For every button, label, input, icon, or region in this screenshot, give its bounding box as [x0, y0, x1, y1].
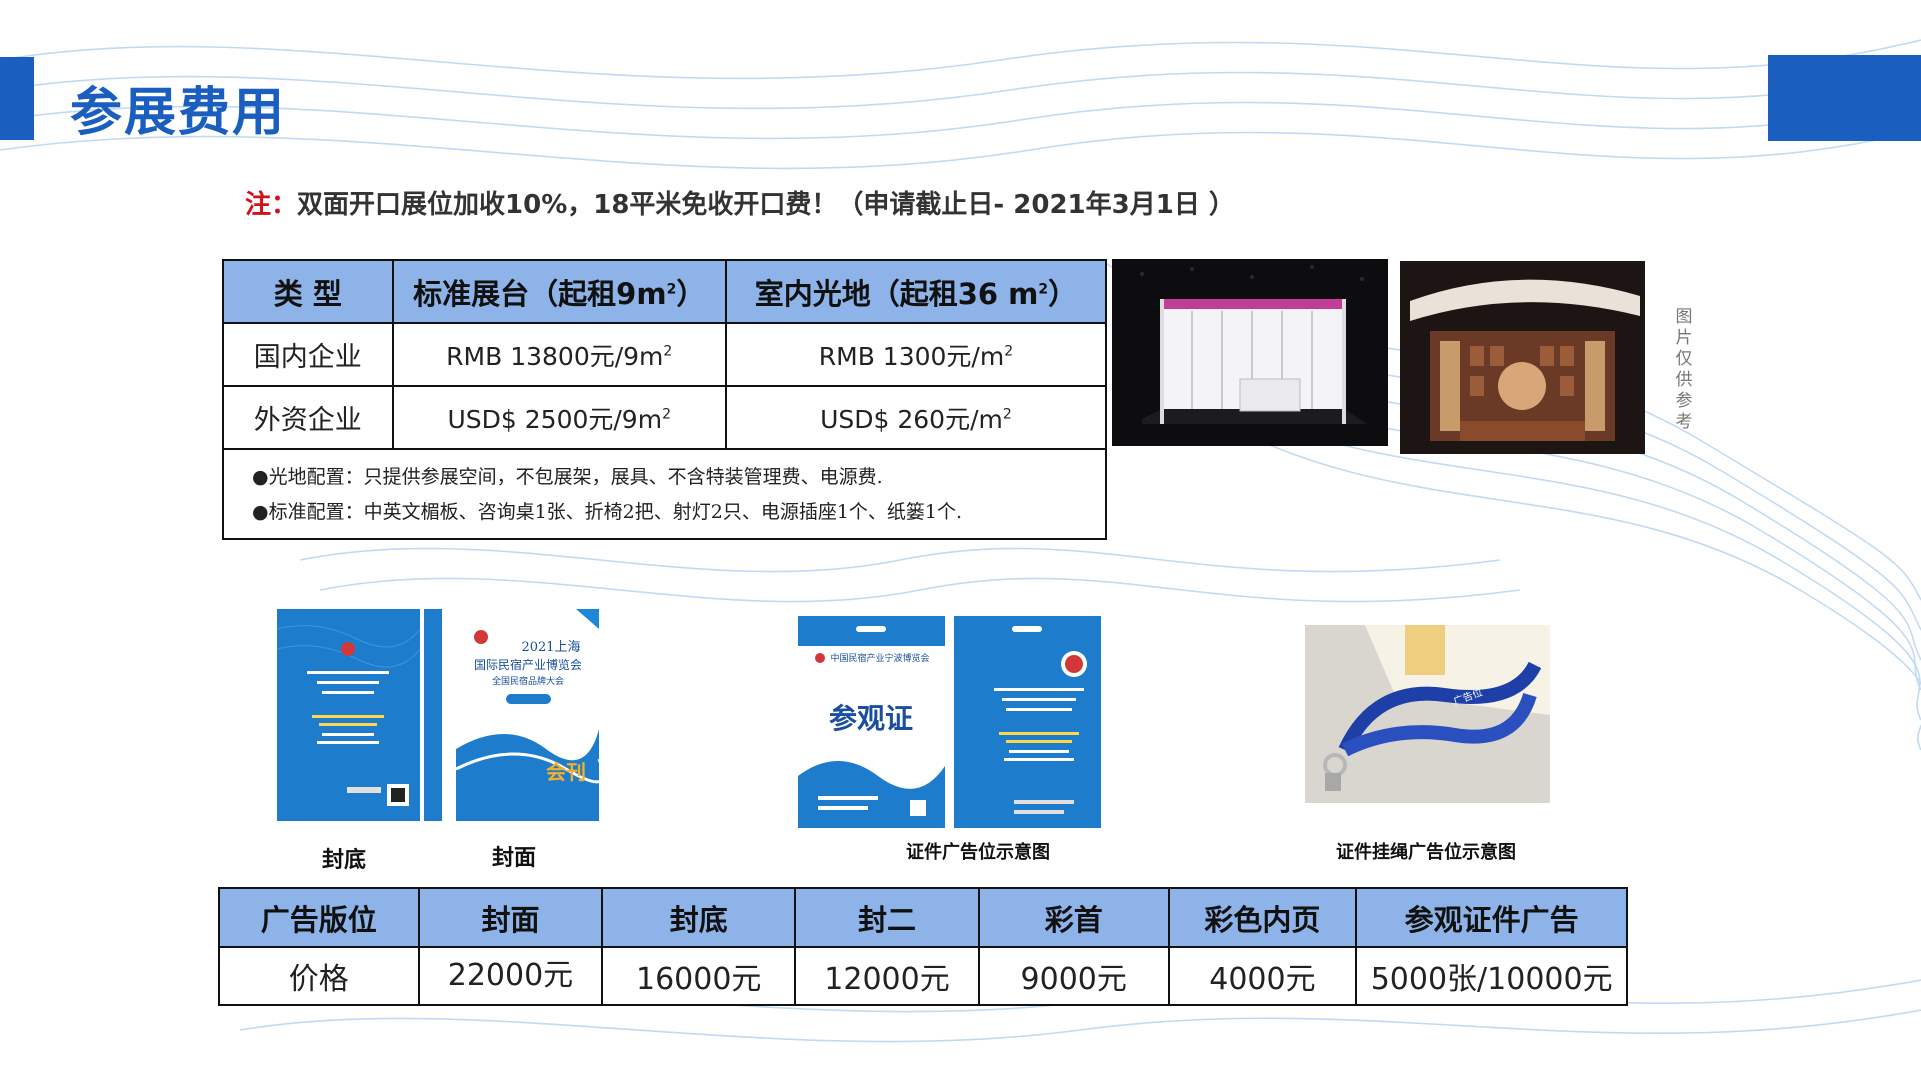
price-inside-cover: 12000元	[794, 946, 980, 1006]
title-accent-bar	[0, 57, 34, 140]
visitor-badge-back-image	[954, 616, 1101, 828]
ad-header-color-first: 彩首	[977, 887, 1170, 948]
front-cover-year: 2021上海	[521, 640, 580, 655]
pricing-row-foreign: 外资企业 USD$ 2500元/9m2 USD$ 260元/m2	[222, 385, 1108, 450]
badge-title: 参观证	[829, 702, 913, 735]
back-cover-caption: 封底	[322, 848, 367, 873]
pricing-header-row: 类 型 标准展台（起租9m2） 室内光地（起租36 m2）	[222, 259, 1108, 324]
standard-booth-photo	[1112, 259, 1388, 446]
badge-org: 中国民宿产业宁波博览会	[830, 652, 929, 664]
note-label: 注：	[245, 190, 298, 220]
front-cover-image: 2021上海 国际民宿产业博览会 全国民宿品牌大会 会刊	[456, 609, 599, 821]
back-cover-image	[277, 609, 442, 821]
indoor-price: RMB 1300元/m2	[724, 322, 1108, 387]
price-color-first: 9000元	[977, 946, 1170, 1006]
pricing-notes-row: ●光地配置：只提供参展空间，不包展架，展具、不含特装管理费、电源费. ●标准配置…	[222, 448, 1107, 540]
ad-header-back-cover: 封底	[601, 887, 797, 948]
page-title: 参展费用	[70, 83, 287, 143]
pricing-notes: ●光地配置：只提供参展空间，不包展架，展具、不含特装管理费、电源费. ●标准配置…	[222, 448, 1107, 540]
custom-booth-photo	[1400, 261, 1645, 454]
header-indoor-space: 室内光地（起租36 m2）	[724, 259, 1108, 324]
pricing-row-domestic: 国内企业 RMB 13800元/9m2 RMB 1300元/m2	[222, 322, 1108, 387]
booth-pricing-table: 类 型 标准展台（起租9m2） 室内光地（起租36 m2） 国内企业 RMB 1…	[222, 259, 1108, 540]
front-cover-caption: 封面	[492, 846, 537, 871]
front-cover-name: 国际民宿产业博览会	[474, 657, 582, 672]
ad-header-color-inner: 彩色内页	[1167, 887, 1358, 948]
lanyard-caption: 证件挂绳广告位示意图	[1336, 842, 1516, 863]
price-color-inner: 4000元	[1167, 946, 1358, 1006]
standard-price: USD$ 2500元/9m2	[391, 385, 727, 450]
price-badge-ad: 5000张/10000元	[1355, 946, 1628, 1006]
ad-header-front-cover: 封面	[417, 887, 604, 948]
note-text: 双面开口展位加收10%，18平米免收开口费！（申请截止日- 2021年3月1日 …	[297, 190, 1235, 220]
front-cover-tag: 会刊	[546, 760, 586, 784]
deadline-note: 注：双面开口展位加收10%，18平米免收开口费！（申请截止日- 2021年3月1…	[245, 184, 1235, 221]
note-space-config: ●光地配置：只提供参展空间，不包展架，展具、不含特装管理费、电源费.	[252, 466, 883, 488]
ad-header-inside-cover: 封二	[794, 887, 980, 948]
header-standard-booth: 标准展台（起租9m2）	[391, 259, 727, 324]
badge-caption: 证件广告位示意图	[906, 842, 1050, 863]
ad-pricing-table: 广告版位 封面 封底 封二 彩首 彩色内页 参观证件广告 价格 22000元 1…	[218, 887, 1628, 1006]
front-cover-sub: 全国民宿品牌大会	[492, 675, 564, 687]
row-type: 外资企业	[222, 385, 394, 450]
lanyard-image: 广告位	[1305, 625, 1550, 803]
note-standard-config: ●标准配置：中英文楣板、咨询桌1张、折椅2把、射灯2只、电源插座1个、纸篓1个.	[252, 501, 963, 523]
ad-header-badge-ad: 参观证件广告	[1355, 887, 1628, 948]
price-back-cover: 16000元	[601, 946, 797, 1006]
row-type: 国内企业	[222, 322, 394, 387]
visitor-badge-front-image: 中国民宿产业宁波博览会 参观证	[798, 616, 945, 828]
reference-caption: 图片仅供参考	[1675, 307, 1693, 432]
price-front-cover: 22000元	[417, 946, 604, 1006]
ad-header-row: 广告版位 封面 封底 封二 彩首 彩色内页 参观证件广告	[218, 887, 1628, 948]
ad-price-row: 价格 22000元 16000元 12000元 9000元 4000元 5000…	[218, 946, 1628, 1006]
header-type: 类 型	[222, 259, 394, 324]
ad-header-slot: 广告版位	[218, 887, 420, 948]
corner-accent-bar	[1768, 55, 1921, 141]
price-row-label: 价格	[218, 946, 420, 1006]
indoor-price: USD$ 260元/m2	[724, 385, 1108, 450]
standard-price: RMB 13800元/9m2	[391, 322, 727, 387]
